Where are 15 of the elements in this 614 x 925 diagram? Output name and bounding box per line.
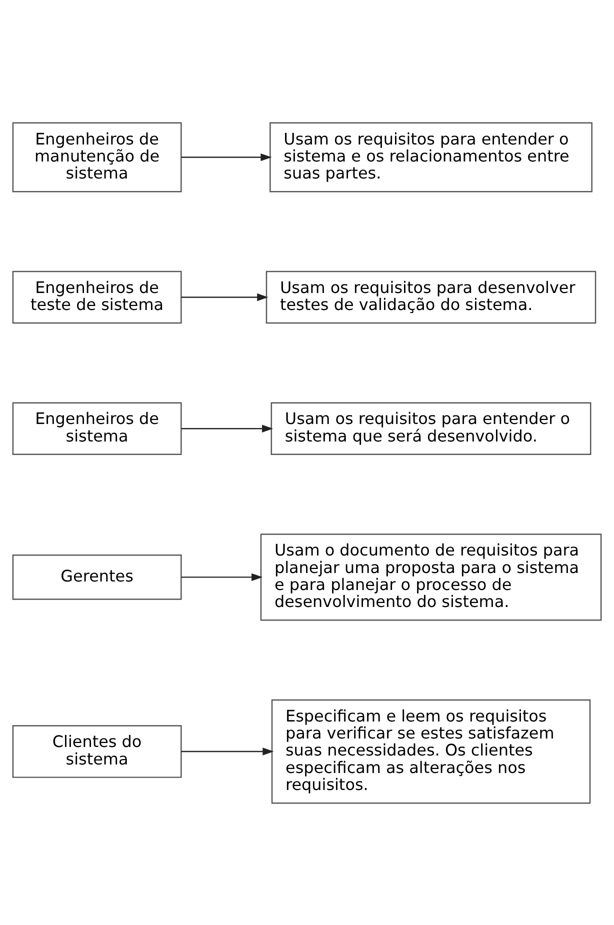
node-box: Engenheiros de sistema — [12, 402, 182, 455]
arrow — [182, 152, 272, 161]
node-box: Engenheiros de teste de sistema — [12, 270, 182, 324]
node-box: Usam os requisitos para entender o sistema e os relacionamentos entre suas partes. — [270, 122, 592, 192]
arrow — [182, 292, 268, 301]
arrow — [182, 572, 263, 581]
node-box: Especificam e leem os requisitos para verificar se estes satisfazem suas necessidades. Os clientes especificam as alterações nos requisitos. — [271, 698, 591, 804]
node-box: Clientes do sistema — [12, 724, 182, 778]
node-box: Gerentes — [12, 554, 182, 600]
node-box: Usam o documento de requisitos para planejar uma proposta para o sistema e para planejar o processo de desenvolvimento do sistema. — [260, 533, 602, 620]
arrow — [182, 747, 274, 755]
node-box: Usam os requisitos para entender o sistema que será desenvolvido. — [270, 402, 592, 455]
arrow — [182, 424, 274, 432]
node-box: Engenheiros de manutenção de sistema — [12, 122, 182, 192]
node-box: Usam os requisitos para desenvolver testes de validação do sistema. — [266, 270, 596, 324]
